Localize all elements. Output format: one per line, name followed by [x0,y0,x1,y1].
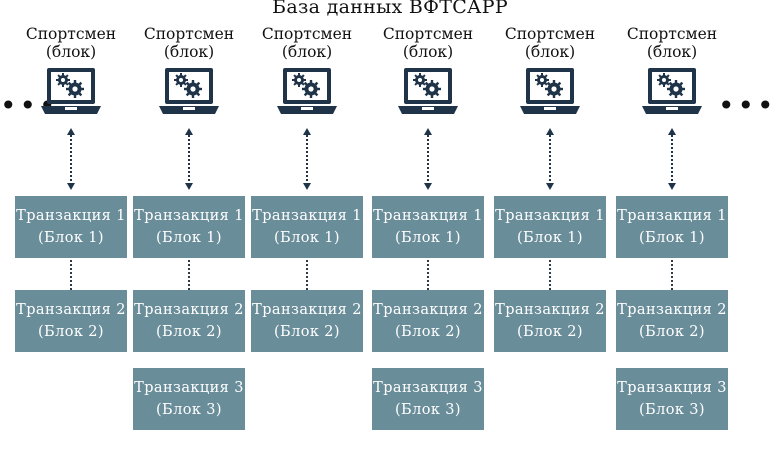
transaction-block-number: (Блок 2) [273,324,340,340]
transaction-name: Транзакция 2 [134,302,244,318]
transaction-block-3: Транзакция 3 (Блок 3) [372,368,484,430]
transaction-block-2: Транзакция 2 (Блок 2) [251,290,363,352]
transaction-name: Транзакция 2 [252,302,362,318]
transaction-block-1: Транзакция 1 (Блок 1) [15,196,127,258]
transaction-block-number: (Блок 3) [155,402,222,418]
transaction-block-3: Транзакция 3 (Блок 3) [133,368,245,430]
dotted-connector [549,260,551,290]
athlete-title: Спортсмен [382,25,474,43]
dotted-connector [671,260,673,290]
transaction-block-number: (Блок 2) [155,324,222,340]
transaction-name: Транзакция 1 [617,208,727,224]
transaction-name: Транзакция 1 [373,208,483,224]
laptop-gears-icon [277,68,337,114]
laptop-gears-icon [398,68,458,114]
transaction-block-2: Транзакция 2 (Блок 2) [372,290,484,352]
athlete-column-3: Спортсмен (блок) Транзакция 1(Блок 1 [251,0,363,470]
athlete-subtitle: (блок) [646,43,698,61]
dotted-connector [188,260,190,290]
transaction-name: Транзакция 2 [617,302,727,318]
athlete-subtitle: (блок) [45,43,97,61]
laptop-gears-icon [41,68,101,114]
transaction-block-number: (Блок 1) [155,230,222,246]
transaction-block-1: Транзакция 1 (Блок 1) [494,196,606,258]
athlete-label: Спортсмен (блок) [113,25,265,61]
transaction-block-number: (Блок 3) [638,402,705,418]
transaction-block-2: Транзакция 2 (Блок 2) [15,290,127,352]
athlete-column-4: Спортсмен (блок) Транзакция 1(Блок 1 [372,0,484,470]
transaction-name: Транзакция 1 [495,208,605,224]
transaction-block-number: (Блок 1) [37,230,104,246]
athlete-column-2: Спортсмен (блок) Транзакция 1(Блок 1 [133,0,245,470]
laptop-gears-icon [520,68,580,114]
ellipsis-right: ••• [718,89,777,122]
transaction-block-1: Транзакция 1 (Блок 1) [133,196,245,258]
transaction-block-1: Транзакция 1 (Блок 1) [372,196,484,258]
athlete-title: Спортсмен [143,25,235,43]
dotted-connector [427,260,429,290]
dotted-connector [306,260,308,290]
transaction-block-number: (Блок 2) [638,324,705,340]
bidirectional-arrow-icon [303,128,311,190]
bidirectional-arrow-icon [546,128,554,190]
dotted-connector [70,260,72,290]
diagram-title: База данных ВФТСАРР [272,0,508,18]
athlete-label: Спортсмен (блок) [231,25,383,61]
athlete-title: Спортсмен [25,25,117,43]
athlete-label: Спортсмен (блок) [352,25,504,61]
transaction-block-2: Транзакция 2 (Блок 2) [616,290,728,352]
transaction-name: Транзакция 1 [16,208,126,224]
transaction-block-number: (Блок 3) [394,402,461,418]
transaction-block-number: (Блок 1) [516,230,583,246]
athlete-label: Спортсмен (блок) [596,25,748,61]
transaction-block-1: Транзакция 1 (Блок 1) [616,196,728,258]
transaction-block-number: (Блок 2) [394,324,461,340]
transaction-block-number: (Блок 1) [394,230,461,246]
transaction-block-1: Транзакция 1 (Блок 1) [251,196,363,258]
transaction-name: Транзакция 2 [373,302,483,318]
transaction-block-number: (Блок 2) [37,324,104,340]
transaction-block-number: (Блок 1) [273,230,340,246]
transaction-block-number: (Блок 1) [638,230,705,246]
athlete-label: Спортсмен (блок) [0,25,147,61]
athlete-subtitle: (блок) [524,43,576,61]
transaction-name: Транзакция 2 [16,302,126,318]
transaction-name: Транзакция 3 [373,380,483,396]
athlete-title: Спортсмен [626,25,718,43]
athlete-title: Спортсмен [504,25,596,43]
bidirectional-arrow-icon [185,128,193,190]
bidirectional-arrow-icon [424,128,432,190]
athlete-column-1: Спортсмен (блок) Транзакция 1(Блок 1 [15,0,127,470]
laptop-gears-icon [642,68,702,114]
transaction-name: Транзакция 2 [495,302,605,318]
transaction-block-2: Транзакция 2 (Блок 2) [494,290,606,352]
transaction-name: Транзакция 3 [134,380,244,396]
laptop-gears-icon [159,68,219,114]
transaction-name: Транзакция 3 [617,380,727,396]
transaction-name: Транзакция 1 [252,208,362,224]
ellipsis-left: ••• [0,89,59,122]
transaction-name: Транзакция 1 [134,208,244,224]
transaction-block-3: Транзакция 3 (Блок 3) [616,368,728,430]
athlete-column-5: Спортсмен (блок) Транзакция 1(Блок 1 [494,0,606,470]
athlete-label: Спортсмен (блок) [474,25,626,61]
athlete-title: Спортсмен [261,25,353,43]
transaction-block-number: (Блок 2) [516,324,583,340]
bidirectional-arrow-icon [67,128,75,190]
bidirectional-arrow-icon [668,128,676,190]
athlete-subtitle: (блок) [163,43,215,61]
athlete-column-6: Спортсмен (блок) Транзакция 1(Блок 1 [616,0,728,470]
transaction-block-2: Транзакция 2 (Блок 2) [133,290,245,352]
athlete-subtitle: (блок) [402,43,454,61]
athlete-subtitle: (блок) [281,43,333,61]
